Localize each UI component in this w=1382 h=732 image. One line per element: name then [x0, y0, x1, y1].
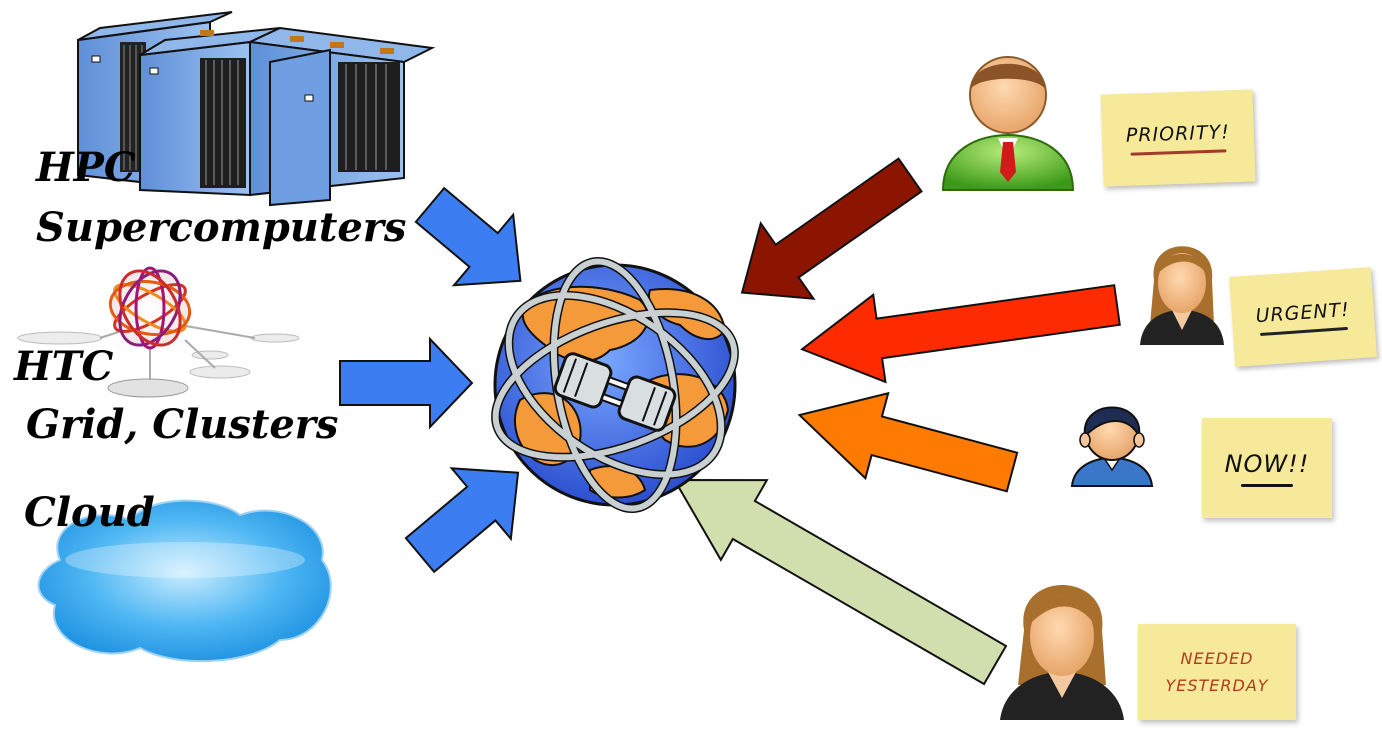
cloud-arrow — [404, 467, 520, 574]
now-note: NOW!! — [1202, 418, 1332, 518]
boy-icon — [1070, 406, 1154, 487]
manager-icon — [941, 56, 1075, 191]
priority-arrow — [740, 157, 923, 300]
hpc-subtitle: Supercomputers — [36, 204, 407, 251]
needed-line1: NEEDED — [1180, 649, 1254, 668]
supercomputer-rack-icon — [77, 11, 436, 207]
hpc-label: HPC — [36, 144, 136, 191]
needed-line2: YESTERDAY — [1165, 676, 1269, 695]
cloud-icon — [37, 499, 332, 663]
needed-yesterday-note: NEEDED YESTERDAY — [1138, 624, 1296, 720]
htc-arrow — [339, 336, 474, 430]
now-arrow — [797, 391, 1019, 493]
hpc-arrow — [414, 186, 522, 287]
htc-subtitle: Grid, Clusters — [26, 401, 339, 448]
connected-globe-icon — [491, 256, 739, 514]
urgent-arrow — [800, 284, 1121, 384]
urgent-underline — [1259, 326, 1348, 336]
cloud-label: Cloud — [24, 489, 155, 536]
htc-label: HTC — [14, 343, 114, 390]
priority-text: PRIORITY! — [1125, 120, 1231, 147]
woman-icon — [1000, 585, 1124, 720]
grid-sphere-icon — [17, 266, 300, 398]
now-text: NOW!! — [1224, 449, 1310, 478]
urgent-text: URGENT! — [1254, 298, 1351, 327]
priority-note: PRIORITY! — [1100, 89, 1256, 187]
now-underline — [1241, 483, 1293, 487]
needed-arrow — [672, 478, 1008, 686]
priority-underline — [1130, 148, 1227, 156]
woman-icon — [1140, 246, 1224, 345]
urgent-note: URGENT! — [1229, 267, 1377, 367]
